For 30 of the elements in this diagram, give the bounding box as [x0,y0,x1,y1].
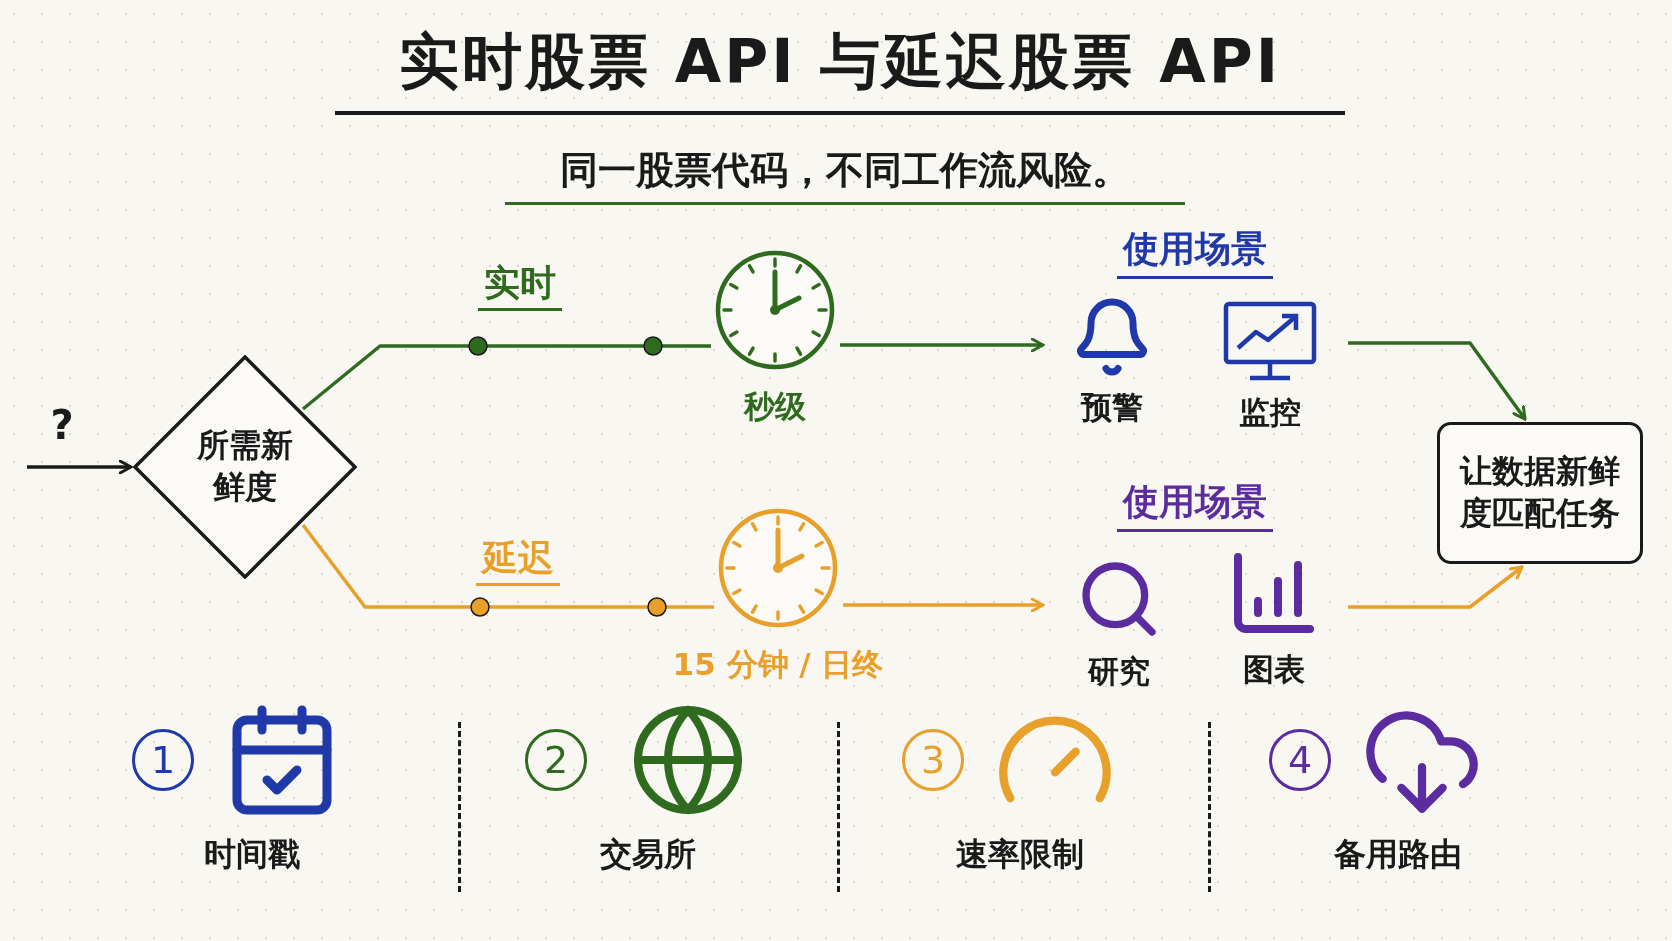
time-caption: 15 分钟 / 日终 [672,645,884,684]
subtitle: 同一股票代码，不同工作流风险。 [505,145,1185,205]
step-number: 3 [902,729,964,791]
edge-label: 延迟 [476,534,560,586]
time-caption: 秒级 [744,387,806,426]
question-mark: ? [50,402,74,448]
feature-caption: 时间戳 [204,834,300,875]
step-number: 1 [132,729,194,791]
section-heading: 使用场景 [1117,225,1273,279]
connector-arrow [301,523,714,617]
connector-arrow [1348,565,1524,609]
feature-caption: 速率限制 [956,834,1084,875]
connector-arrow [27,459,133,475]
connector-arrow [301,336,711,411]
connector-arrow [843,597,1045,613]
feature-caption: 交易所 [600,834,696,875]
title: 实时股票 API 与延迟股票 API [335,22,1345,115]
result-box: 让数据新鲜度匹配任务 [1437,422,1643,564]
edge-label: 实时 [478,259,562,311]
decision-diamond: 所需新鲜度 [133,355,357,579]
step-number: 2 [525,729,587,791]
feature-caption: 备用路由 [1334,834,1462,875]
connector-arrow [840,337,1045,353]
icon-caption: 监控 [1239,393,1301,432]
connector-arrow [1348,341,1527,421]
step-number: 4 [1269,729,1331,791]
icon-caption: 研究 [1088,652,1150,691]
icon-caption: 预警 [1081,388,1143,427]
icon-caption: 图表 [1243,650,1305,689]
section-heading: 使用场景 [1117,478,1273,532]
